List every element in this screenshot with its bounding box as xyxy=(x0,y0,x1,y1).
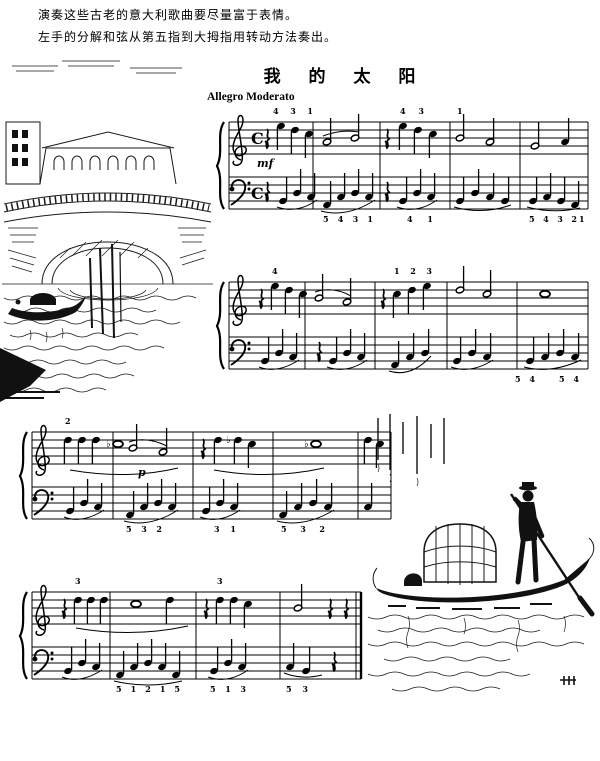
accidental-label: ♭ xyxy=(226,435,231,446)
fingering-label: 5 1 3 xyxy=(210,684,246,694)
bass-notes xyxy=(63,478,374,524)
staff-lines xyxy=(32,431,391,520)
dynamic-label: p xyxy=(138,466,146,479)
mooring-poles xyxy=(89,243,122,339)
instruction-line-1: 演奏这些古老的意大利歌曲要尽量富于表情。 xyxy=(38,8,299,22)
sky-hatching xyxy=(12,60,182,74)
gondolier-illustration xyxy=(367,414,595,692)
dock-shadow xyxy=(0,348,60,402)
grand-staff-brace xyxy=(215,280,226,371)
fingering-label: 1 xyxy=(579,214,585,224)
piece-title: 我 的 太 阳 xyxy=(263,67,427,87)
treble-clef-icon xyxy=(35,584,51,636)
fingering-label: 2 xyxy=(65,416,71,426)
fingering-label: 3 xyxy=(75,576,81,586)
fingering-label: 4 3 1 xyxy=(273,106,313,116)
fingering-label: 5 3 xyxy=(286,684,308,694)
time-signature: C xyxy=(251,129,264,148)
instruction-line-2: 左手的分解和弦从第五指到大拇指用转动方法奏出。 xyxy=(38,30,338,44)
treble-clef-icon xyxy=(232,114,248,166)
gondolier-figure xyxy=(509,482,595,617)
fingering-label: 4 3 xyxy=(400,106,424,116)
treble-clef-icon xyxy=(35,424,51,476)
mooring-poles xyxy=(377,414,445,487)
measure-barlines xyxy=(228,282,589,369)
bass-notes xyxy=(61,638,337,686)
oar xyxy=(509,493,588,609)
buildings xyxy=(5,121,177,185)
grand-staff-system-4: 3 3 5 1 2 1 5 5 1 3 5 3 xyxy=(18,576,363,694)
canal-water xyxy=(2,283,213,393)
fingering-label: 4 1 xyxy=(407,214,433,224)
fingering-label: 4 xyxy=(272,266,278,276)
time-signature: C xyxy=(251,184,264,203)
fingering-label: 1 xyxy=(457,106,463,116)
dynamic-label: mf xyxy=(257,157,276,170)
bass-notes xyxy=(258,328,582,374)
measure-barlines xyxy=(31,592,357,679)
measure-barlines xyxy=(31,432,392,519)
venice-bridge-illustration xyxy=(0,60,213,402)
grand-staff-system-1: C C 4 3 1 4 3 1 mf 5 4 3 1 4 1 5 4 3 xyxy=(215,106,589,224)
tempo-marking: Allegro Moderato xyxy=(207,91,295,103)
fingering-label: 5 3 2 xyxy=(126,524,162,534)
fingering-label: 5 4 xyxy=(559,374,579,384)
treble-notes xyxy=(62,423,386,476)
fingering-label: 3 xyxy=(217,576,223,586)
fingering-label: 5 1 2 1 5 xyxy=(116,684,180,694)
treble-clef-icon xyxy=(232,274,248,326)
moored-gondola xyxy=(8,293,86,343)
fingering-label: 5 4 3 1 xyxy=(323,214,373,224)
bass-notes xyxy=(264,168,581,214)
treble-notes xyxy=(264,113,571,159)
fingering-label: 5 4 3 2 xyxy=(529,214,577,224)
fingering-label: 3 1 xyxy=(214,524,236,534)
bridge xyxy=(3,192,212,285)
grand-staff-brace xyxy=(18,430,29,521)
grand-staff-system-2: 4 1 2 3 5 4 5 4 xyxy=(215,265,589,384)
gondola xyxy=(372,523,595,603)
fingering-label: 5 3 2 xyxy=(281,524,325,534)
accidental-label: ♭ xyxy=(106,439,111,450)
measure-barlines xyxy=(228,122,589,209)
treble-notes xyxy=(258,265,551,319)
accidental-label: ♭ xyxy=(304,439,309,450)
grand-staff-system-3: ♭ ♭ ♭ 2 p 5 3 2 3 1 5 3 2 xyxy=(18,416,392,534)
fingering-label: 5 4 xyxy=(515,374,535,384)
grand-staff-brace xyxy=(18,590,29,681)
staff-lines xyxy=(229,121,588,210)
lagoon-water xyxy=(367,603,585,692)
artist-signature xyxy=(560,676,576,685)
grand-staff-brace xyxy=(215,120,226,211)
fingering-label: 1 2 3 xyxy=(394,266,432,276)
treble-notes xyxy=(61,583,349,634)
